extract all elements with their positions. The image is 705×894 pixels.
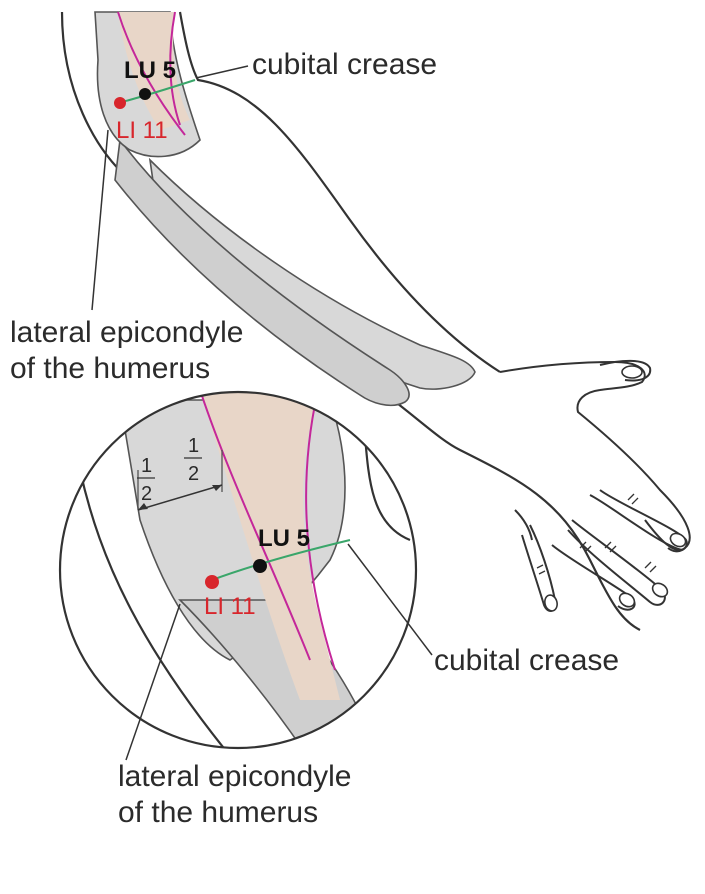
- fingernails: [544, 365, 687, 612]
- fraction-left-denominator: 2: [141, 483, 152, 505]
- thumb-outline: [599, 359, 652, 382]
- lu5-label: LU 5: [124, 57, 176, 84]
- arm-illustration: LU 5 LI 11 cubital crease lateral epicon…: [10, 11, 691, 631]
- detail-circle-border: [58, 390, 418, 750]
- lung-meridian-line: [117, 11, 186, 136]
- finger-creases: [536, 493, 657, 575]
- detail-epicondyle-leader: [125, 603, 181, 761]
- cubital-crease-leader: [195, 65, 249, 79]
- measure-arrow: [137, 484, 223, 511]
- li11-label: LI 11: [116, 117, 168, 144]
- meridian-line-2: [169, 11, 181, 126]
- fraction-right-numerator: 1: [188, 435, 199, 457]
- detail-meridian-line-1: [199, 392, 311, 661]
- arm-outline-upper: [178, 11, 501, 373]
- detail-crease-leader: [347, 543, 433, 656]
- epicondyle-label-line1: lateral epicondyle: [10, 316, 243, 349]
- hand-outline: [499, 360, 691, 551]
- detail-epicondyle-label-line2: of the humerus: [118, 796, 318, 829]
- detail-muscle-band: [200, 392, 340, 700]
- epicondyle-leader: [91, 129, 109, 311]
- detail-meridian-line-2: [305, 392, 336, 671]
- li11-point: [114, 97, 126, 109]
- detail-inset: 1 2 1 2 LU 5 LI 11: [58, 390, 418, 750]
- fraction-left-numerator: 1: [141, 455, 152, 477]
- detail-epicondyle-label-line1: lateral epicondyle: [118, 760, 351, 793]
- detail-li11-label: LI 11: [204, 593, 256, 620]
- detail-cubital-crease: [211, 539, 351, 581]
- cubital-crease-label: cubital crease: [252, 48, 437, 81]
- epicondyle-label-line2: of the humerus: [10, 352, 210, 385]
- forearm-bone-ulna: [114, 137, 410, 407]
- measure-arrowhead-right: [212, 485, 222, 491]
- cubital-crease-line: [121, 79, 196, 103]
- detail-lu5-point: [253, 559, 267, 573]
- detail-li11-point: [205, 575, 219, 589]
- fraction-right-denominator: 2: [188, 463, 199, 485]
- detail-arm-outline-left: [78, 469, 251, 748]
- lu5-point: [139, 88, 151, 100]
- detail-cubital-crease-label: cubital crease: [434, 644, 619, 677]
- measure-arrowhead-left: [138, 503, 148, 510]
- detail-lu5-label: LU 5: [258, 525, 310, 552]
